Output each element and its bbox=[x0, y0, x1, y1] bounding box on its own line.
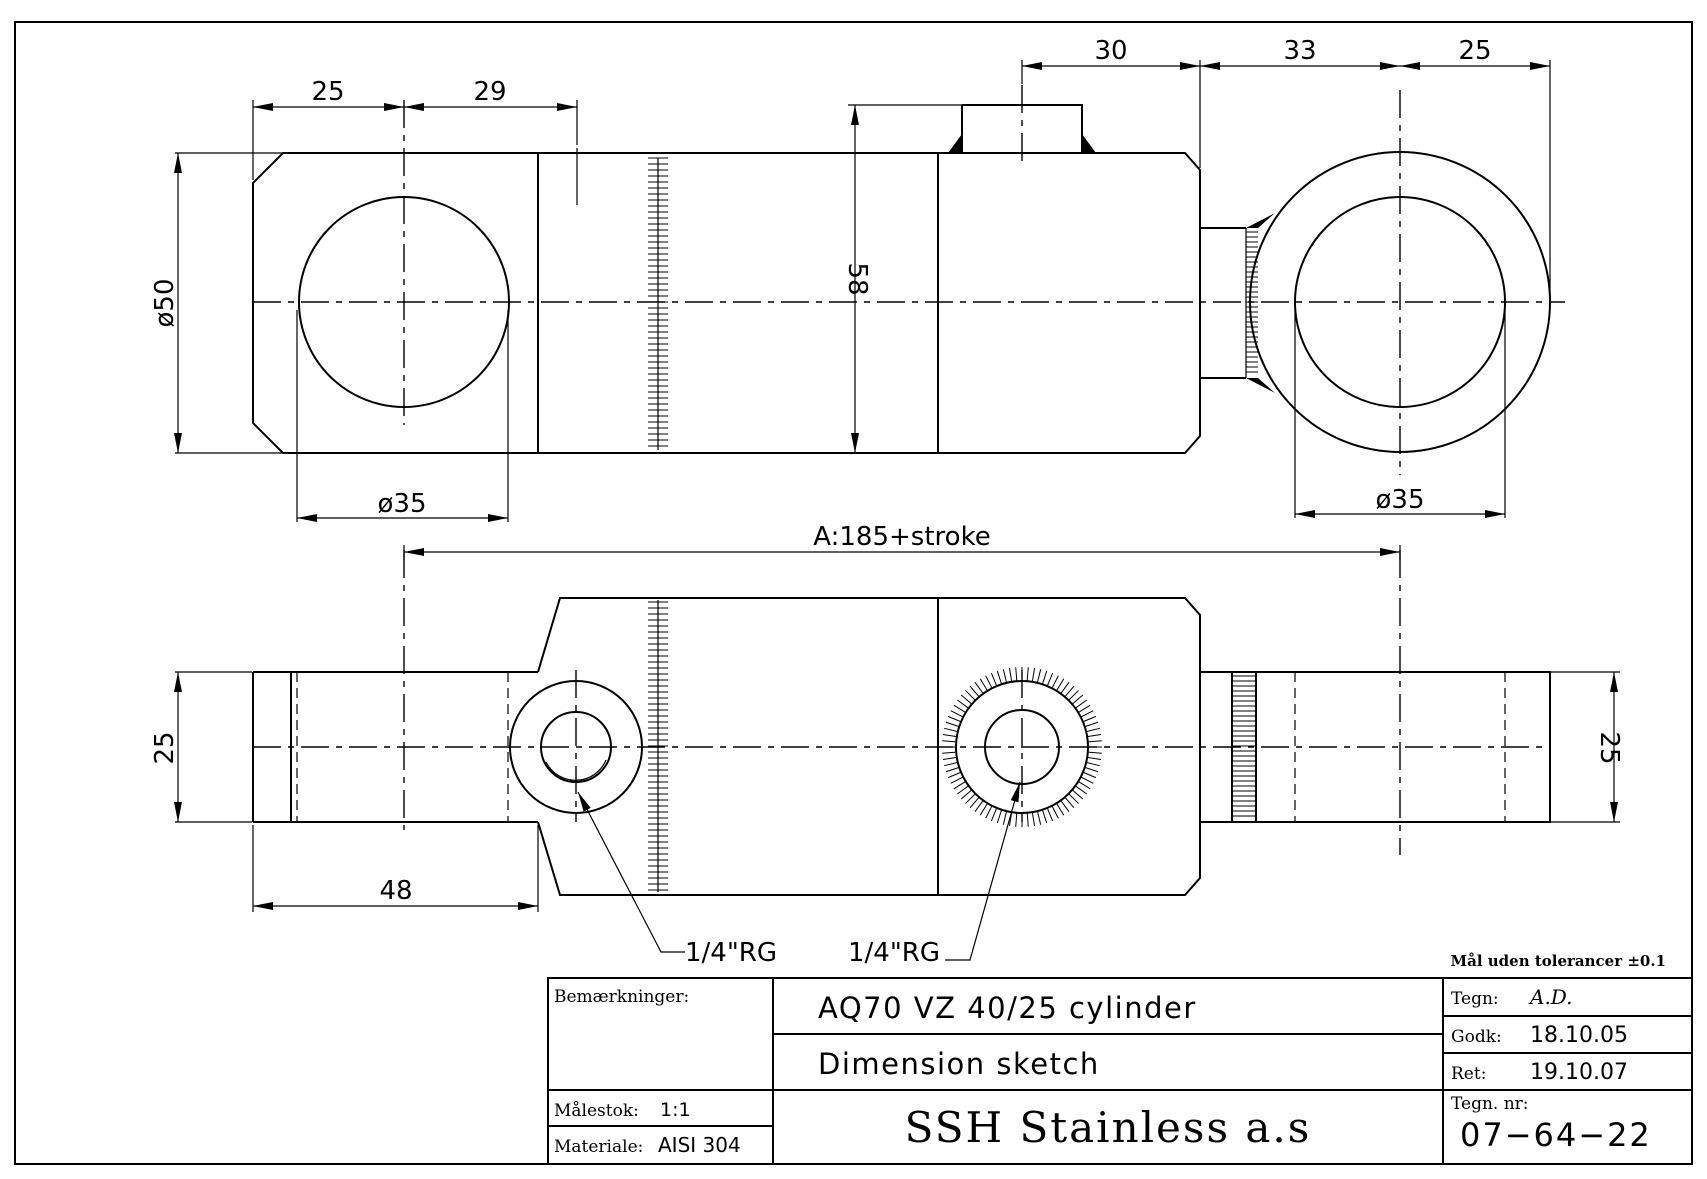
scale-label: Målestok: bbox=[554, 1101, 639, 1121]
tolerance-note: Mål uden tolerancer ±0.1 bbox=[1451, 952, 1666, 970]
revised-label: Ret: bbox=[1451, 1064, 1486, 1084]
dim-dia-35-right: ø35 bbox=[1376, 485, 1425, 515]
dim-25-bottom-left: 25 bbox=[150, 731, 180, 764]
drawing-number-value: 07−64−22 bbox=[1460, 1116, 1652, 1154]
dim-29: 29 bbox=[473, 77, 506, 107]
drawing-subtitle: Dimension sketch bbox=[818, 1047, 1100, 1081]
dim-48: 48 bbox=[379, 876, 412, 906]
material-label: Materiale: bbox=[554, 1137, 643, 1157]
port-callouts: 1/4"RG 1/4"RG bbox=[577, 781, 1021, 968]
remarks-label: Bemærkninger: bbox=[554, 987, 689, 1007]
title-block: Bemærkninger: AQ70 VZ 40/25 cylinder Dim… bbox=[547, 977, 1693, 1165]
dim-25-bottom-right: 25 bbox=[1594, 731, 1624, 764]
top-dimensions: 25 29 30 33 25 ø50 58 ø35 ø35 bbox=[150, 36, 1551, 522]
material-value: AISI 304 bbox=[658, 1133, 741, 1157]
bottom-dimensions: A:185+stroke 25 25 48 bbox=[150, 522, 1624, 912]
dim-58: 58 bbox=[842, 262, 872, 295]
approved-label: Godk: bbox=[1451, 1027, 1502, 1047]
piston-rod bbox=[1199, 227, 1246, 379]
port-right-knurl bbox=[942, 667, 1102, 827]
dim-25-top-right: 25 bbox=[1458, 36, 1491, 66]
rod-tongue-knurl bbox=[1232, 675, 1256, 817]
company-name: SSH Stainless a.s bbox=[905, 1103, 1312, 1152]
drawn-value: A.D. bbox=[1528, 985, 1572, 1009]
barrel-knurl-bottom bbox=[648, 601, 668, 891]
bottom-view bbox=[252, 550, 1551, 896]
port-right-label: 1/4"RG bbox=[848, 938, 940, 968]
revised-value: 19.10.07 bbox=[1530, 1060, 1628, 1085]
dim-30: 30 bbox=[1094, 36, 1127, 66]
top-view bbox=[252, 85, 1565, 475]
approved-value: 18.10.05 bbox=[1530, 1023, 1628, 1048]
dim-33: 33 bbox=[1283, 36, 1316, 66]
drawn-label: Tegn: bbox=[1451, 989, 1499, 1009]
dim-overall-a: A:185+stroke bbox=[813, 522, 990, 552]
scale-value: 1:1 bbox=[660, 1099, 691, 1121]
dim-dia-50: ø50 bbox=[150, 279, 180, 328]
cylinder-barrel bbox=[538, 152, 1201, 454]
drawing-number-label: Tegn. nr: bbox=[1451, 1094, 1529, 1114]
barrel-knurl-top bbox=[648, 157, 668, 447]
dim-dia-35-left: ø35 bbox=[378, 489, 427, 519]
dim-25-top-left: 25 bbox=[311, 77, 344, 107]
drawing-title: AQ70 VZ 40/25 cylinder bbox=[818, 991, 1197, 1025]
port-left-label: 1/4"RG bbox=[685, 938, 777, 968]
